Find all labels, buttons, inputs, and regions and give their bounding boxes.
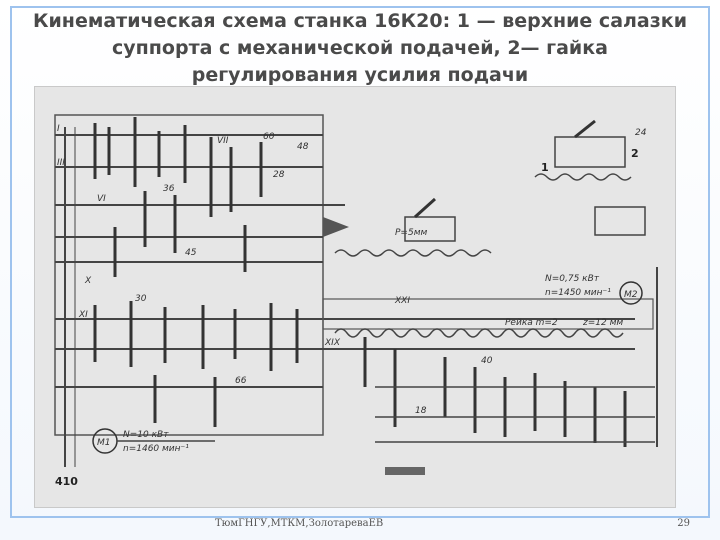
feed-motor-speed: n=1450 мин⁻¹ xyxy=(545,288,611,298)
gear-label-30: 30 xyxy=(135,294,147,304)
rack-teeth-label: z=12 мм xyxy=(582,318,623,328)
lead-screw xyxy=(334,249,492,257)
shaft-label-i: I xyxy=(57,124,60,134)
gear-label-60: 60 xyxy=(263,132,275,142)
spindle-center xyxy=(323,217,349,237)
feed-motor-label: M2 xyxy=(624,290,638,300)
gear-label-36: 36 xyxy=(163,184,175,194)
page-number: 29 xyxy=(677,518,690,529)
slide-frame-bottom xyxy=(10,516,710,518)
feed-motor-power: N=0,75 кВт xyxy=(545,274,600,284)
slide-frame-right xyxy=(708,6,710,516)
headstock-outline xyxy=(54,114,324,436)
feed-motor-symbol xyxy=(619,281,643,305)
tool-post xyxy=(404,216,456,242)
shaft-label-xxi: XXI xyxy=(394,296,410,306)
gear-label-45: 45 xyxy=(185,248,197,258)
apron-handwheel xyxy=(385,467,425,475)
apron-gears xyxy=(363,337,627,447)
rack-label: Рейка m=2 xyxy=(505,318,558,328)
main-motor-power: N=10 кВт xyxy=(123,430,169,440)
shaft-label-xi: XI xyxy=(78,310,88,320)
kinematic-scheme-figure: M1 N=10 кВт n=1460 мин⁻¹ Рейка m=2 z=12 … xyxy=(34,86,676,508)
slide-title: Кинематическая схема станка 16К20: 1 — в… xyxy=(32,10,688,86)
gear-label-48: 48 xyxy=(297,142,309,152)
gear-label-18: 18 xyxy=(415,406,427,416)
footer-author: ТюмГНГУ,МТКМ,ЗолотареваЕВ xyxy=(215,518,384,529)
shaft-label-x: X xyxy=(84,276,92,286)
callout-2: 2 xyxy=(631,147,639,160)
shaft-lines xyxy=(55,134,635,388)
shaft-label-vi: VI xyxy=(97,194,106,204)
shaft-label-vii: VII xyxy=(217,136,229,146)
main-motor-speed: n=1460 мин⁻¹ xyxy=(123,444,189,454)
kinematic-scheme-drawing: M1 N=10 кВт n=1460 мин⁻¹ Рейка m=2 z=12 … xyxy=(54,114,658,488)
gear-label-24: 24 xyxy=(635,128,647,138)
slide-frame-left xyxy=(10,6,12,516)
gear-label-28: 28 xyxy=(273,170,285,180)
carriage-bed xyxy=(322,298,654,330)
upper-saddle xyxy=(554,136,626,168)
main-motor-label: M1 xyxy=(97,438,111,448)
tailstock xyxy=(594,206,646,236)
shaft-label-xix: XIX xyxy=(324,338,341,348)
shaft-label-iii: III xyxy=(57,158,65,168)
gear-stacks xyxy=(93,117,299,427)
shaft-label-410: 410 xyxy=(55,475,78,488)
gear-label-40: 40 xyxy=(481,356,493,366)
rack-gear xyxy=(334,328,624,338)
gear-label-66: 66 xyxy=(235,376,247,386)
slide-frame-top xyxy=(10,6,710,8)
callout-1: 1 xyxy=(541,161,549,174)
upper-saddle-screw xyxy=(534,173,632,181)
screw-pitch-label: P=5мм xyxy=(395,228,427,238)
